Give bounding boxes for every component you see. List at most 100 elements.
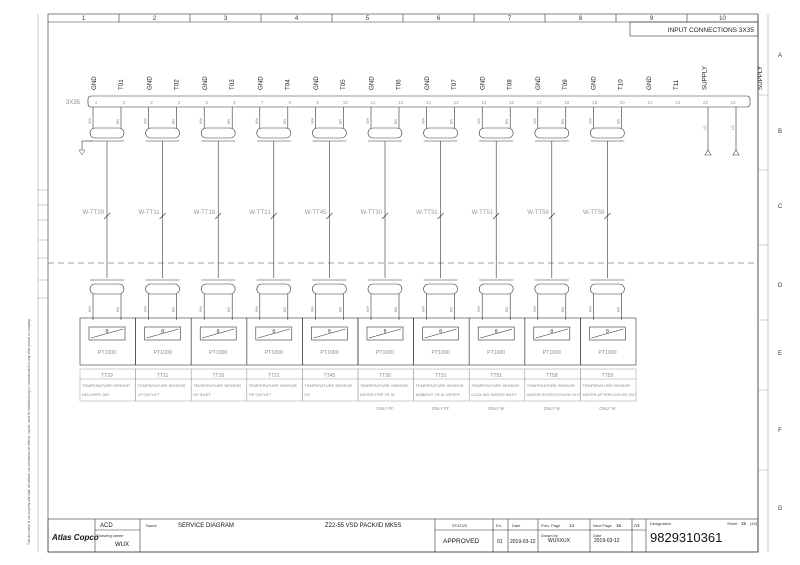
cable-break-mark [214, 212, 222, 220]
cable-label: W-TT51 [472, 210, 494, 216]
title-block: Atlas Copco ACD Drawing owner WUX Name S… [47, 518, 759, 553]
sheet-frame [47, 13, 759, 553]
terminal-number: 4 [178, 100, 181, 105]
sensor-box [79, 317, 136, 366]
sensor-tag: TT31 [435, 373, 447, 379]
terminal-number: 20 [620, 100, 626, 105]
sensor-type: PT1000 [98, 350, 116, 356]
terminal-header: GND [535, 76, 542, 90]
terminal-number: 13 [426, 100, 432, 105]
cable-shield-upper [200, 127, 236, 139]
wire-color-bn: BN [616, 118, 620, 124]
wire-color-bn: BN [172, 306, 176, 312]
terminal-number: 15 [481, 100, 487, 105]
format-value: A3 [634, 523, 640, 528]
wire-color-bn: BN [227, 118, 231, 124]
wire-color-bn: BN [283, 306, 287, 312]
sheet-label: Sheet [727, 521, 738, 526]
column-label: 8 [579, 16, 583, 22]
terminal-number: 8 [289, 100, 292, 105]
cable-break-mark [103, 212, 111, 220]
sensor-note: ONLY W [488, 406, 504, 411]
sensor-note: ONLY FF [376, 406, 394, 411]
copyright-note: This document is our property and shall … [27, 319, 31, 545]
theta-symbol: θ [106, 329, 109, 335]
sensor-element [199, 326, 237, 341]
sensor-type: PT1000 [432, 350, 450, 356]
name-label: Name [146, 523, 157, 528]
row-label: D [778, 283, 783, 289]
cable-break-mark [548, 212, 556, 220]
wire-color-wh: WH [366, 117, 370, 124]
wire-color-bn: BN [116, 118, 120, 124]
terminal-number: 17 [537, 100, 543, 105]
cable-break-mark [381, 212, 389, 220]
wire-color-wh: WH [533, 117, 537, 124]
wire-color-wh: WH [144, 117, 148, 124]
sensor-desc-1: TEMPERATURE SENSOR [304, 383, 352, 388]
terminal-subheader: T11 [673, 79, 680, 90]
cable-label: W-TT30 [360, 210, 382, 216]
cable-break-mark [270, 212, 278, 220]
date-label: Date [512, 523, 521, 528]
terminal-header: SUPPLY [702, 66, 709, 90]
wire-color-wh: WH [477, 117, 481, 124]
sensor-desc-2: COOLING WATER INLET [471, 392, 518, 397]
wire-color-wh: WH [366, 305, 370, 312]
terminal-number: 16 [509, 100, 515, 105]
sensor-tag: TT21 [268, 373, 280, 379]
date2-value: 2019-03-12 [594, 538, 620, 544]
wire-color-bn: BN [450, 306, 454, 312]
wire-color-bn: BN [450, 118, 454, 124]
sensor-desc-1: TEMPERATURE SENSOR [527, 383, 575, 388]
sensor-element [422, 326, 459, 341]
terminal-header: GND [591, 76, 598, 90]
terminal-number: 11 [371, 100, 376, 105]
cable-label: W-TT18 [194, 210, 216, 216]
wire-color-wh: WH [88, 305, 92, 312]
cable-shield-lower [367, 283, 403, 295]
sensor-desc-2: DS [304, 392, 310, 397]
cable-label: W-TT29 [82, 210, 104, 216]
sensor-box [580, 317, 637, 366]
sheet-value: 15 [741, 521, 747, 526]
cable-shield-lower [200, 283, 236, 295]
next-page-label: Next Page [593, 523, 612, 528]
theta-symbol: θ [328, 329, 331, 335]
wire-color-bn: BN [172, 118, 176, 124]
sheet-title-box [629, 21, 759, 37]
sensor-desc-1: TEMPERATURE SENSOR [249, 383, 297, 388]
cable-break-mark [326, 212, 333, 220]
sensor-box [246, 317, 303, 366]
theta-symbol: θ [272, 329, 275, 335]
row-label: C [778, 204, 783, 210]
next-page-value: 16 [616, 523, 622, 528]
sensor-box [190, 317, 248, 366]
sensor-type: PT1000 [598, 350, 616, 356]
terminal-number: 12 [398, 100, 404, 105]
sensor-tag: TT29 [101, 373, 113, 379]
sensor-type: PT1000 [209, 350, 227, 356]
drawn-by-label: Drawn by [541, 533, 558, 538]
theta-symbol: θ [606, 329, 609, 335]
terminal-header: GND [147, 76, 154, 90]
wire-color-bn: BN [227, 306, 231, 312]
cable-break-mark [492, 212, 500, 220]
wire-color-wh: WH [422, 117, 426, 124]
drawn-by-value: WUXXUX [548, 538, 571, 544]
wire-color-bn: BN [561, 306, 565, 312]
drawing-owner: WUX [115, 542, 129, 548]
column-label: 5 [366, 16, 370, 22]
cable-break-mark [159, 212, 166, 220]
cable-shield-upper [312, 127, 347, 139]
terminal-subheader: T09 [562, 79, 569, 90]
sensor-tag: TT58 [546, 373, 558, 379]
terminal-header: GND [91, 76, 98, 90]
sensor-slash [591, 328, 624, 339]
terminal-subheader: T06 [396, 79, 403, 90]
